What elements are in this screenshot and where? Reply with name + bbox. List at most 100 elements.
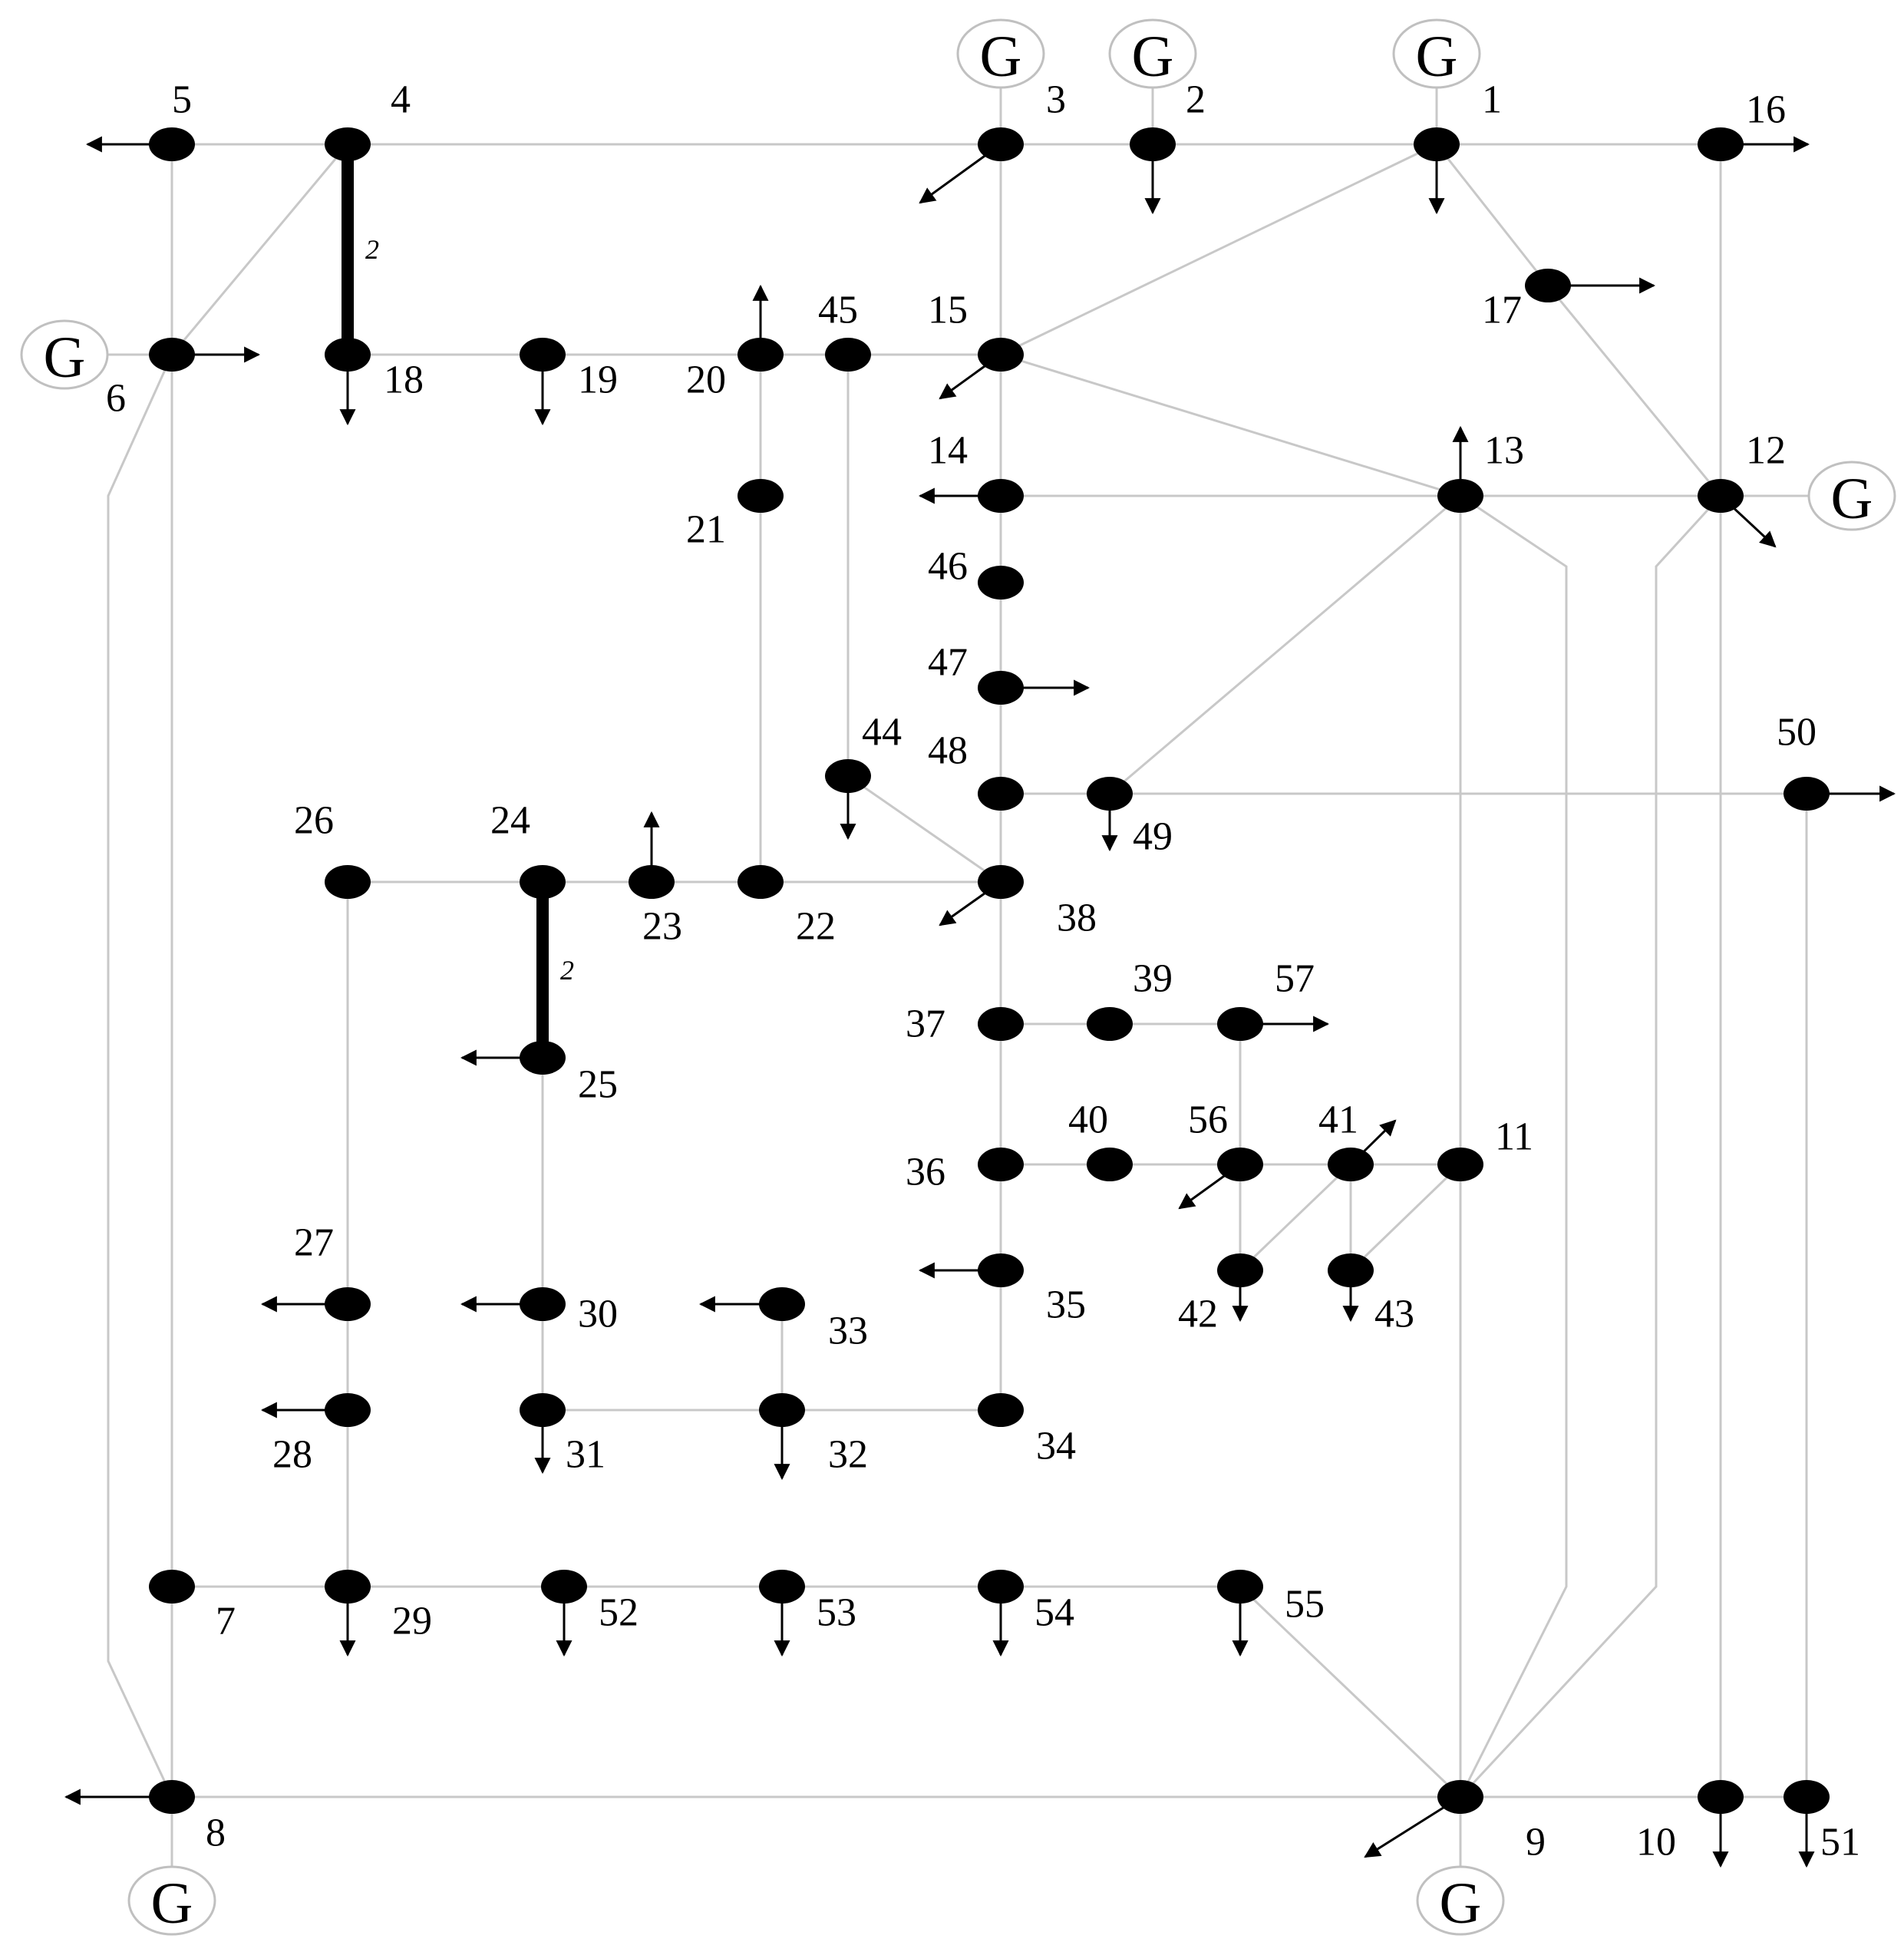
branch-41-42 <box>1239 1163 1352 1272</box>
generator-symbol-3: G <box>980 25 1022 89</box>
bus-label-4: 4 <box>391 78 411 122</box>
bus-label-44: 44 <box>862 711 902 755</box>
bus-node-53 <box>759 1570 805 1603</box>
bus-node-49 <box>1087 777 1133 811</box>
bus-label-2: 2 <box>1186 78 1206 122</box>
bus-label-38: 38 <box>1057 897 1097 940</box>
bus-label-10: 10 <box>1636 1821 1676 1864</box>
bus-label-17: 17 <box>1482 289 1522 332</box>
bus-node-57 <box>1217 1007 1263 1041</box>
bus-node-1 <box>1414 127 1460 161</box>
bus-node-41 <box>1328 1148 1374 1181</box>
branch-12-9 <box>1459 494 1722 1798</box>
bus-label-11: 11 <box>1495 1115 1533 1159</box>
bus-label-40: 40 <box>1068 1098 1108 1142</box>
bus-label-3: 3 <box>1046 78 1066 122</box>
bus-node-19 <box>520 338 566 372</box>
bus-node-42 <box>1217 1253 1263 1287</box>
branch-44-38 <box>847 774 1001 883</box>
bus-label-8: 8 <box>206 1812 226 1855</box>
bus-node-16 <box>1698 127 1744 161</box>
bus-label-41: 41 <box>1318 1098 1358 1142</box>
generator-circle-1 <box>1392 18 1481 89</box>
bus-node-30 <box>520 1287 566 1321</box>
bus-label-52: 52 <box>599 1591 639 1635</box>
bus-label-50: 50 <box>1777 711 1817 755</box>
bus-label-29: 29 <box>392 1600 432 1643</box>
bus-label-28: 28 <box>272 1433 312 1477</box>
bus-label-5: 5 <box>172 78 192 122</box>
branch-43-11 <box>1349 1163 1462 1272</box>
bus-node-21 <box>738 479 784 513</box>
bus-node-11 <box>1437 1148 1483 1181</box>
bus-node-45 <box>825 338 871 372</box>
bus-node-8 <box>149 1780 195 1814</box>
bus-node-55 <box>1217 1570 1263 1603</box>
bus-label-18: 18 <box>384 358 424 402</box>
bus-label-15: 15 <box>928 289 968 332</box>
bus-label-37: 37 <box>906 1002 945 1046</box>
bus-node-34 <box>978 1393 1024 1427</box>
bus-node-54 <box>978 1570 1024 1603</box>
branch-lines <box>64 54 1852 1901</box>
bus-label-22: 22 <box>796 905 836 949</box>
bus-node-3 <box>978 127 1024 161</box>
bus-node-24 <box>520 865 566 899</box>
bus-node-18 <box>325 338 371 372</box>
load-arrows <box>64 136 1896 1868</box>
bus-label-54: 54 <box>1034 1591 1074 1635</box>
bus-label-39: 39 <box>1133 957 1173 1001</box>
bus-node-10 <box>1698 1780 1744 1814</box>
bus-label-9: 9 <box>1526 1821 1546 1864</box>
bus-label-53: 53 <box>817 1591 856 1635</box>
bus-label-13: 13 <box>1484 429 1524 473</box>
bus-node-26 <box>325 865 371 899</box>
bus-node-23 <box>629 865 675 899</box>
bus-label-56: 56 <box>1188 1098 1228 1142</box>
branch-6-8 <box>107 354 173 1798</box>
bus-group <box>149 127 1830 1814</box>
bus-node-31 <box>520 1393 566 1427</box>
bus-node-52 <box>541 1570 587 1603</box>
branch-1-15 <box>1000 143 1437 356</box>
bus-node-15 <box>978 338 1024 372</box>
generator-circle-8 <box>127 1865 216 1936</box>
bus-node-39 <box>1087 1007 1133 1041</box>
bus-label-1: 1 <box>1482 78 1502 122</box>
branch-17-12 <box>1546 285 1722 497</box>
bus-label-45: 45 <box>818 289 858 332</box>
bus-label-46: 46 <box>928 545 968 589</box>
bus-node-22 <box>738 865 784 899</box>
transformer-group: 22 <box>342 138 574 1064</box>
branch-4-6 <box>170 144 349 355</box>
generator-symbol-6: G <box>44 325 86 390</box>
branch-1-17 <box>1435 144 1549 286</box>
generator-circle-2 <box>1108 18 1197 89</box>
bus-node-33 <box>759 1287 805 1321</box>
bus-node-9 <box>1437 1780 1483 1814</box>
bus-node-2 <box>1130 127 1176 161</box>
bus-label-47: 47 <box>928 641 968 685</box>
branch-15-13 <box>1000 353 1461 497</box>
bus-node-28 <box>325 1393 371 1427</box>
bus-label-55: 55 <box>1285 1583 1325 1627</box>
branch-13-9 <box>1459 494 1568 1798</box>
bus-node-20 <box>738 338 784 372</box>
bus-node-40 <box>1087 1148 1133 1181</box>
bus-label-57: 57 <box>1275 957 1315 1001</box>
bus-node-43 <box>1328 1253 1374 1287</box>
generator-circle-9 <box>1416 1865 1505 1936</box>
bus-label-34: 34 <box>1036 1425 1076 1468</box>
bus-label-24: 24 <box>490 799 530 843</box>
bus-label-14: 14 <box>928 429 968 473</box>
bus-label-43: 43 <box>1374 1293 1414 1336</box>
bus-label-6: 6 <box>106 377 126 421</box>
bus-node-36 <box>978 1148 1024 1181</box>
bus-label-49: 49 <box>1133 815 1173 859</box>
bus-label-33: 33 <box>828 1310 868 1353</box>
bus-node-38 <box>978 865 1024 899</box>
bus-node-14 <box>978 479 1024 513</box>
generator-circle-3 <box>956 18 1045 89</box>
